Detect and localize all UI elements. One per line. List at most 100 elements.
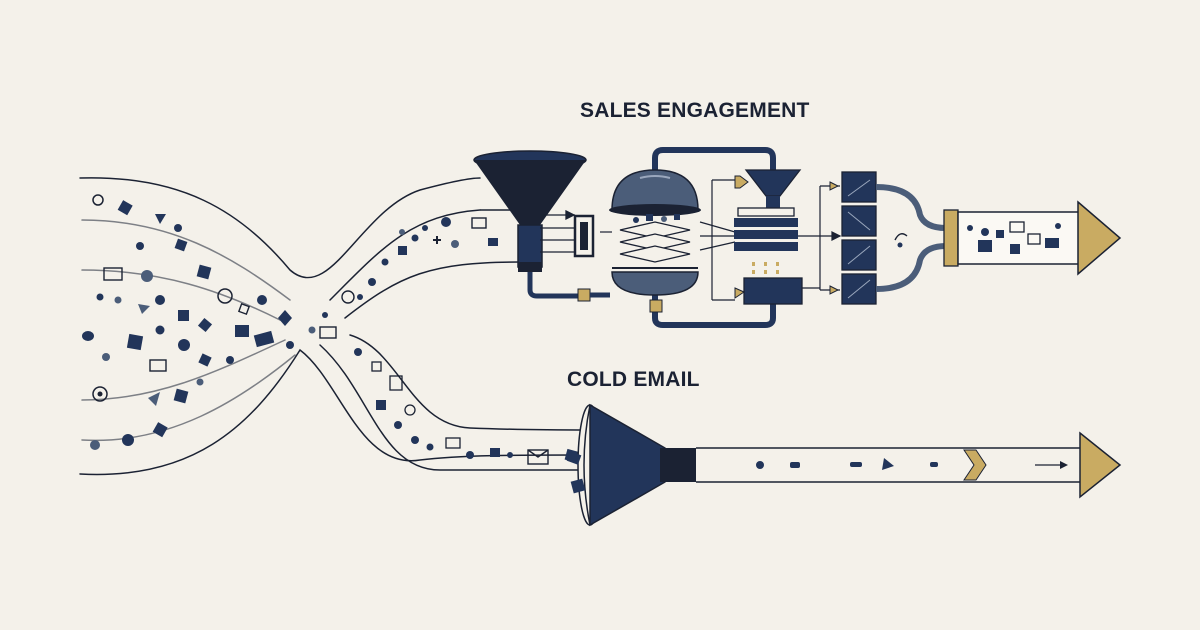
- cold-branch-particles: [354, 348, 579, 465]
- sales-pipeline: [473, 147, 1122, 328]
- input-particles: [82, 194, 355, 450]
- target-icon: [92, 386, 108, 402]
- envelope-icon: [471, 217, 487, 229]
- cold-email-label: COLD EMAIL: [567, 368, 700, 391]
- sales-engagement-label: SALES ENGAGEMENT: [580, 99, 810, 122]
- circle-icon: [381, 258, 389, 266]
- cold-pipeline: [566, 403, 1122, 527]
- circle-icon: [451, 240, 459, 248]
- input-flow-line: [81, 219, 291, 301]
- gold-dots: [752, 262, 779, 274]
- circle-icon: [426, 443, 434, 451]
- square-icon: [117, 200, 133, 216]
- circle-icon: [341, 290, 355, 304]
- triangle-icon: [138, 304, 150, 314]
- cold-branch-bottom: [319, 344, 591, 471]
- triangle-icon: [148, 392, 160, 406]
- sales-output-tube: [957, 200, 1122, 276]
- arrowhead-icon: [1079, 431, 1122, 499]
- circle-icon: [114, 296, 122, 304]
- envelope-icon: [1027, 233, 1041, 245]
- sales-branch-particles: [357, 217, 498, 300]
- square-icon: [198, 353, 212, 367]
- arrowhead-icon: [1077, 200, 1122, 276]
- square-icon: [1010, 244, 1020, 254]
- circle-icon: [136, 242, 144, 250]
- square-icon: [978, 240, 992, 252]
- diamond-icon: [278, 310, 292, 326]
- connector-icon: [577, 288, 591, 302]
- swirl-icon: [894, 233, 908, 241]
- circle-icon: [174, 224, 182, 232]
- chevron-icon: [963, 449, 987, 481]
- funnel-icon: [473, 150, 587, 272]
- sales-flow-lines: [798, 185, 842, 291]
- circle-icon: [92, 194, 104, 206]
- target-icon: [97, 391, 103, 397]
- square-icon: [1045, 238, 1059, 248]
- circle-icon: [441, 217, 451, 227]
- square-icon: [152, 422, 168, 438]
- plus-icon: [433, 236, 441, 244]
- envelope-icon: [103, 267, 123, 281]
- square-icon: [253, 330, 275, 348]
- circle-icon: [507, 452, 513, 458]
- square-icon: [376, 400, 386, 410]
- square-icon: [930, 462, 938, 467]
- coupler-icon: [943, 209, 959, 267]
- circle-icon: [155, 325, 165, 335]
- circle-icon: [96, 293, 104, 301]
- sales-branch-top: [329, 209, 481, 301]
- hopper-icon: [734, 169, 802, 251]
- input-flow-line: [81, 339, 286, 401]
- circle-icon: [368, 278, 376, 286]
- square-icon: [197, 317, 213, 333]
- dome-processor-icon: [609, 169, 701, 296]
- loop-pipe: [652, 290, 776, 328]
- square-icon: [398, 246, 407, 255]
- envelope-icon: [1009, 221, 1025, 233]
- router-box-icon: [734, 277, 803, 305]
- circle-icon: [756, 461, 764, 469]
- merge-pipe: [875, 184, 947, 231]
- square-icon: [178, 310, 189, 321]
- square-icon: [790, 462, 800, 468]
- square-icon: [237, 302, 251, 316]
- sales-branch-bottom: [344, 261, 521, 319]
- input-boundary-top: [79, 177, 481, 279]
- circle-icon: [354, 348, 362, 356]
- connector-icon: [649, 299, 663, 313]
- square-icon: [371, 361, 382, 372]
- filter-icon: [580, 222, 588, 250]
- envelope-icon: [149, 359, 167, 372]
- circle-icon: [226, 356, 234, 364]
- square-icon: [173, 388, 189, 404]
- envelope-icon: [527, 449, 549, 465]
- circle-icon: [399, 229, 405, 235]
- square-icon: [566, 451, 582, 465]
- circle-icon: [897, 242, 903, 248]
- circle-icon: [466, 451, 474, 459]
- square-icon: [174, 238, 188, 252]
- circle-icon: [411, 234, 419, 242]
- cold-branch-top: [349, 334, 591, 431]
- circle-icon: [1055, 223, 1061, 229]
- circle-icon: [141, 270, 153, 282]
- square-icon: [850, 462, 862, 467]
- input-boundary-bottom: [79, 348, 581, 476]
- circle-icon: [122, 434, 134, 446]
- merge-pipe: [875, 243, 947, 292]
- envelope-icon: [445, 437, 461, 449]
- arrow-icon: [1060, 461, 1068, 469]
- circle-icon: [981, 228, 989, 236]
- square-icon: [996, 230, 1004, 238]
- circle-icon: [394, 421, 402, 429]
- square-icon: [488, 238, 498, 246]
- triangle-icon: [882, 458, 894, 470]
- square-icon: [126, 333, 144, 351]
- circle-icon: [357, 294, 363, 300]
- circle-icon: [411, 436, 419, 444]
- square-icon: [490, 448, 500, 457]
